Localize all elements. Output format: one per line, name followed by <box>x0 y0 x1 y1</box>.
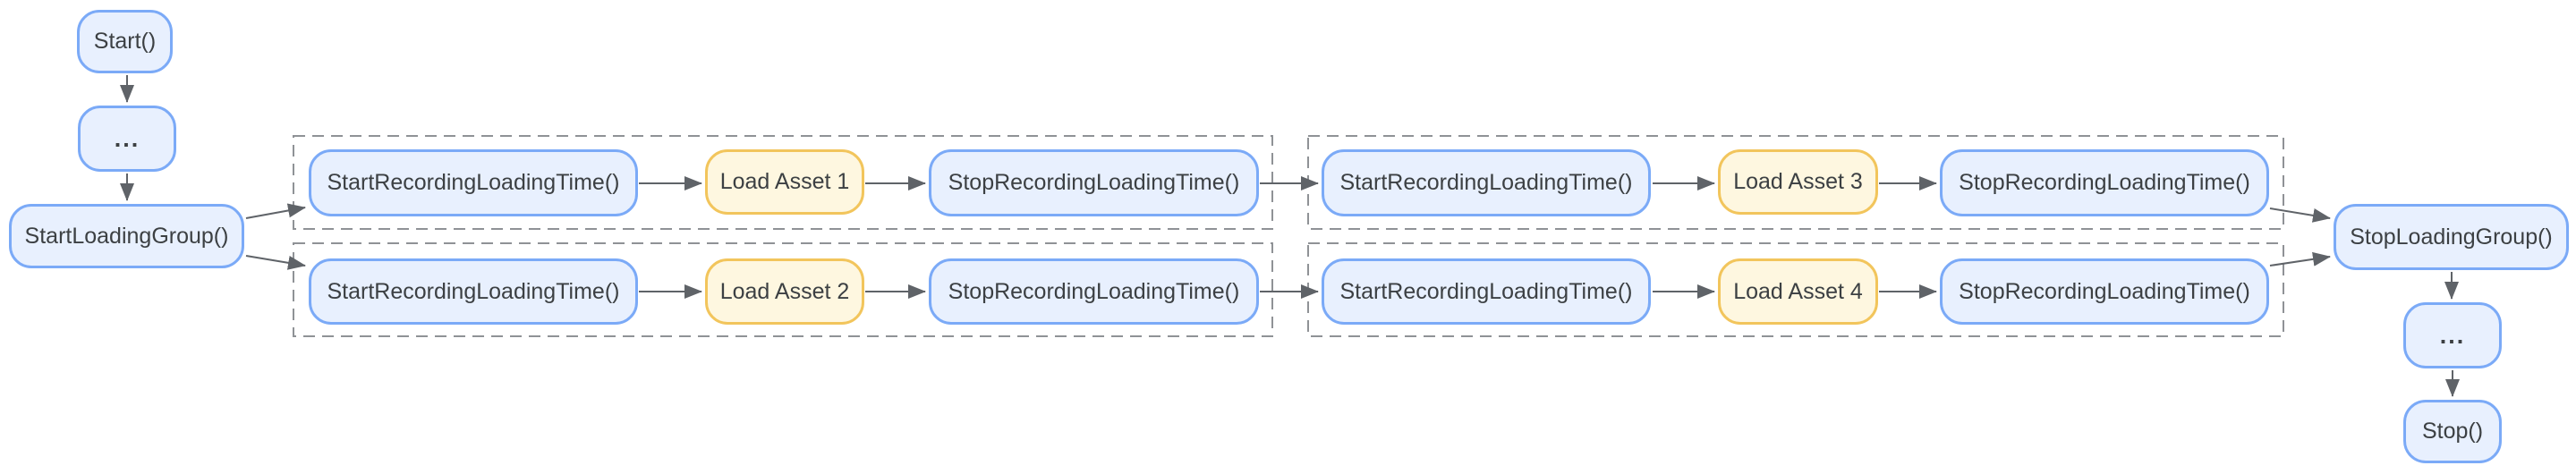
node-load-asset-3: Load Asset 3 <box>1718 149 1878 215</box>
node-start-loading-group: StartLoadingGroup() <box>9 204 244 268</box>
node-start-recording-2: StartRecordingLoadingTime() <box>309 258 638 325</box>
node-stop: Stop() <box>2403 400 2502 463</box>
node-stop-recording-3: StopRecordingLoadingTime() <box>1940 149 2269 216</box>
node-stop-recording-2: StopRecordingLoadingTime() <box>929 258 1259 325</box>
node-start: Start() <box>77 10 173 73</box>
node-load-asset-4: Load Asset 4 <box>1718 258 1878 325</box>
node-start-recording-1: StartRecordingLoadingTime() <box>309 149 638 216</box>
node-stop-recording-1: StopRecordingLoadingTime() <box>929 149 1259 216</box>
node-ellipsis-top: ... <box>78 106 176 172</box>
arrow-stoprec4-to-stoploadinggroup <box>2269 251 2331 267</box>
arrow-startloadinggroup-to-row2 <box>245 255 306 270</box>
node-load-asset-1: Load Asset 1 <box>705 149 864 215</box>
node-load-asset-2: Load Asset 2 <box>705 258 864 325</box>
arrow-stoprec3-to-stoploadinggroup <box>2269 207 2331 223</box>
node-start-recording-3: StartRecordingLoadingTime() <box>1322 149 1651 216</box>
arrow-startloadinggroup-to-row1 <box>245 203 306 219</box>
node-stop-recording-4: StopRecordingLoadingTime() <box>1940 258 2269 325</box>
node-stop-loading-group: StopLoadingGroup() <box>2334 204 2569 270</box>
node-ellipsis-bottom: ... <box>2403 302 2502 368</box>
node-start-recording-4: StartRecordingLoadingTime() <box>1322 258 1651 325</box>
